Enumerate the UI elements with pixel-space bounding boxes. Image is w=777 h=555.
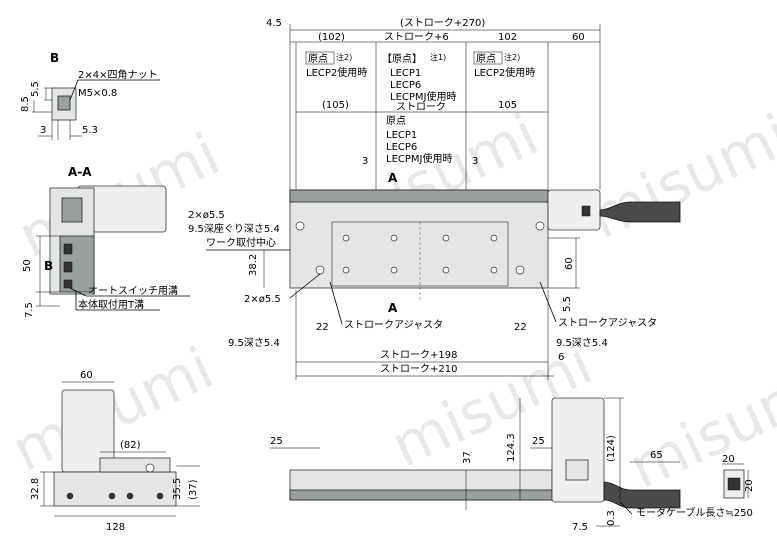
side-dim-37: 37 (462, 451, 473, 464)
side-view: 25 37 124.3 25 (124) 65 0.3 7.5 モータケーブル長… (270, 397, 755, 533)
a-top-marker: A (388, 171, 398, 185)
lecpmj: LECPMJ使用時 (390, 90, 456, 103)
dim-5-5: 5.5 (30, 81, 41, 97)
body-mount-groove-label: 本体取付用T溝 (78, 298, 144, 311)
section-a-a: A-A 50 B 7.5 オートスイッチ用溝 本体取付用T溝 (22, 165, 190, 318)
dim-50: 50 (22, 259, 33, 272)
b-marker: B (44, 259, 53, 273)
dim-7-5: 7.5 (24, 302, 35, 318)
dim-105: 105 (498, 100, 517, 111)
end-view: 60 (82) 32.8 35.5 (37) 128 (30, 370, 200, 533)
detail-b: B 2×4×四角ナット M5×0.8 5.5 8.5 3 5.3 (20, 51, 160, 140)
side-dim-0-3: 0.3 (606, 510, 617, 526)
top-view: (ストローク+270) 4.5 (102) ストローク+6 102 60 原点 … (188, 17, 681, 380)
dim-stroke-270: (ストローク+270) (400, 17, 485, 29)
detail-b-label: B (50, 51, 59, 65)
end-dim-60: 60 (80, 370, 93, 381)
conn-dim-h: 20 (744, 479, 755, 492)
dim-102: 102 (498, 32, 517, 43)
dim-3-left: 3 (362, 156, 368, 167)
lecp6: LECP6 (390, 80, 421, 91)
motor-connector (581, 205, 591, 217)
dim-3-right: 3 (472, 156, 478, 167)
side-cable (603, 481, 681, 509)
lecp1: LECP1 (390, 68, 421, 79)
thread-spec: M5×0.8 (78, 88, 117, 99)
origin-mid2: 原点 (386, 115, 406, 127)
dim-60-right: 60 (564, 257, 575, 270)
dim-102-paren: (102) (318, 32, 345, 43)
section-slider (61, 197, 83, 223)
svg-text:注2): 注2) (336, 52, 352, 62)
side-base (289, 489, 553, 501)
a-bottom-marker: A (388, 301, 398, 315)
origin-right: 原点 (476, 53, 496, 65)
dim-22-right: 22 (514, 322, 527, 333)
dim-22-left: 22 (316, 322, 329, 333)
lecp2-left: LECP2使用時 (306, 66, 367, 79)
side-dim-124: (124) (606, 435, 617, 462)
side-dim-65: 65 (650, 450, 663, 461)
side-dim-7-5: 7.5 (572, 522, 588, 533)
section-a-a-label: A-A (68, 165, 92, 179)
dim-4-5: 4.5 (266, 18, 282, 29)
end-dim-32-8: 32.8 (30, 478, 41, 500)
adjuster-right: ストロークアジャスタ (558, 317, 657, 329)
origin-left: 原点 (308, 53, 328, 65)
lecp2-right: LECP2使用時 (474, 66, 535, 79)
work-center-label: ワーク取付中心 (206, 236, 276, 249)
side-dim-25-right: 25 (532, 436, 545, 447)
svg-text:misumi: misumi (579, 101, 777, 252)
dim-105-paren: (105) (322, 100, 349, 111)
motor-cable (599, 201, 681, 223)
depth-right: 9.5深さ5.4 (556, 337, 608, 349)
side-dim-25-left: 25 (270, 436, 283, 447)
depth-left: 9.5深さ5.4 (228, 337, 280, 349)
end-dim-128: 128 (106, 522, 125, 533)
origin-mid: 【原点】 (382, 53, 422, 65)
dim-stroke: ストローク (396, 101, 446, 113)
adjuster-left: ストロークアジャスタ (344, 319, 443, 331)
actuator-body (289, 189, 549, 289)
cable-length-label: モータケーブル長さ≒250 (636, 506, 753, 519)
conn-dim-w: 20 (722, 454, 735, 465)
nut-spec: 2×4×四角ナット (78, 69, 157, 81)
motor-housing (547, 189, 601, 231)
mount-hole (295, 221, 305, 231)
square-nut (57, 95, 71, 111)
lecp1-b: LECP1 (386, 130, 417, 141)
end-dim-82: (82) (120, 440, 141, 451)
dim-8-5: 8.5 (20, 96, 31, 112)
auto-switch-groove-label: オートスイッチ用溝 (88, 284, 178, 297)
end-body (53, 471, 177, 507)
mount-hole (315, 265, 325, 275)
dim-stroke-198: ストローク+198 (380, 349, 457, 361)
dim-stroke-6: ストローク+6 (384, 31, 449, 43)
hole-callout-top: 2×ø5.5 (188, 210, 225, 221)
svg-text:注1): 注1) (430, 52, 446, 62)
end-dim-35-5: 35.5 (172, 478, 183, 500)
lecp6-b: LECP6 (386, 142, 417, 153)
dim-60: 60 (572, 32, 585, 43)
dim-6: 6 (558, 352, 564, 363)
actuator-top-rail (289, 189, 549, 203)
dim-stroke-210: ストローク+210 (380, 363, 457, 375)
svg-text:注2): 注2) (504, 52, 520, 62)
mount-hole (535, 221, 545, 231)
dim-5-5-right: 5.5 (562, 296, 573, 312)
lecpmj-b: LECPMJ使用時 (386, 152, 452, 165)
dim-5-3: 5.3 (82, 125, 98, 136)
mount-hole (515, 265, 525, 275)
counterbore-callout: 9.5深座ぐり深さ5.4 (188, 222, 280, 235)
side-dim-124-3: 124.3 (506, 433, 517, 462)
dim-38-2: 38.2 (248, 254, 259, 276)
end-dim-37: (37) (188, 479, 199, 500)
end-table (99, 457, 171, 473)
hole-callout-bottom: 2×ø5.5 (244, 294, 281, 305)
dim-3: 3 (40, 125, 46, 136)
side-motor (551, 397, 605, 503)
